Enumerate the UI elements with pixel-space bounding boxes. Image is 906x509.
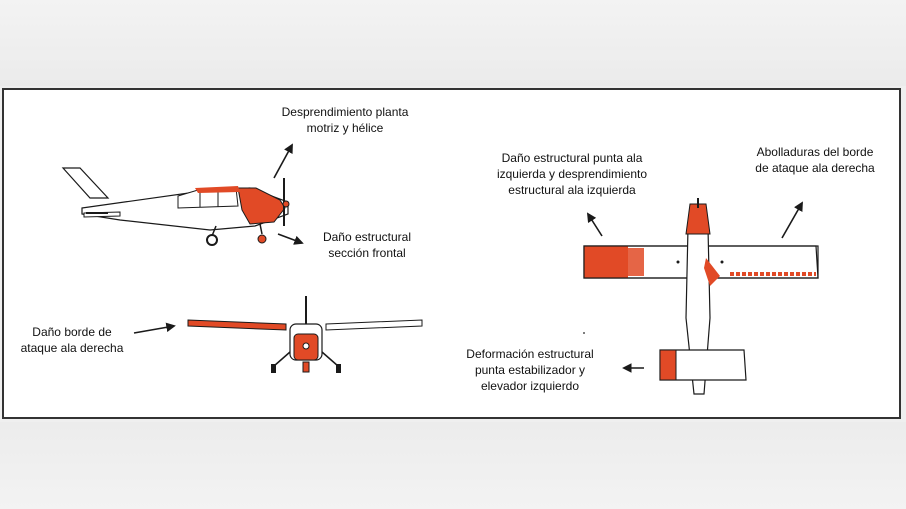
label-stabilizer-deformation: Deformación estructural punta estabiliza… xyxy=(466,347,594,393)
arrow-front xyxy=(277,233,304,245)
side-view-aircraft xyxy=(61,167,290,246)
front-view-aircraft xyxy=(187,296,423,373)
label-engine-detachment: Desprendimiento planta motriz y hélice xyxy=(281,105,409,135)
label-leading-edge-damage: Daño borde de ataque ala derecha xyxy=(20,325,124,355)
arrow-right-wing xyxy=(781,201,803,239)
top-view-aircraft xyxy=(583,198,819,395)
arrow-leading-edge xyxy=(133,322,176,334)
arrow-engine xyxy=(273,143,293,179)
label-left-wing-damage: Daño estructural punta ala izquierda y d… xyxy=(496,151,648,197)
label-front-section-damage: Daño estructural sección frontal xyxy=(322,230,412,260)
arrow-left-wing xyxy=(586,212,603,237)
bottom-background xyxy=(0,422,906,509)
label-right-wing-dents: Abolladuras del borde de ataque ala dere… xyxy=(755,145,875,175)
top-background xyxy=(0,0,906,86)
